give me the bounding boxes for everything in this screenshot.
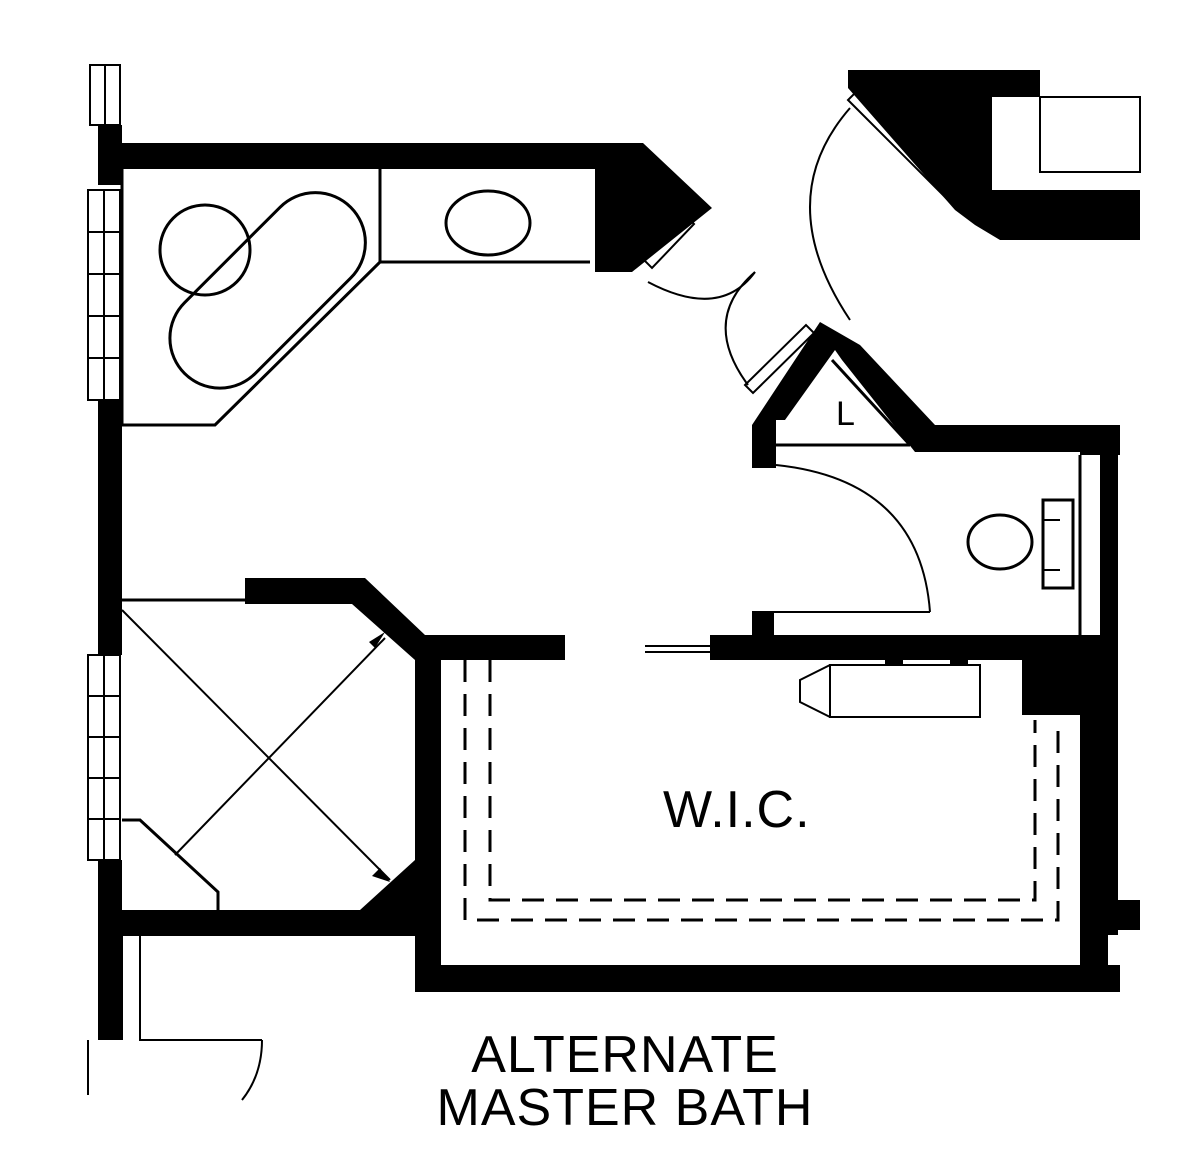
closet-pocket-door — [752, 612, 981, 718]
upper-right-walls — [809, 70, 1141, 321]
toilet — [966, 498, 1075, 590]
vanity-sink-upper — [444, 189, 532, 257]
shower-walls — [98, 578, 565, 936]
linen-walls — [752, 322, 1120, 468]
plan-title-line1: ALTERNATE — [471, 1026, 779, 1084]
closet-walls — [415, 635, 1120, 992]
shower-diagonal-x — [121, 609, 391, 882]
linen-mark: L — [836, 395, 855, 433]
closet-label: W.I.C. — [663, 781, 811, 839]
plan-title-line2: MASTER BATH — [437, 1079, 814, 1137]
window-upper — [87, 64, 121, 401]
shower-bench — [122, 818, 220, 910]
left-exterior-wall — [98, 125, 122, 1040]
top-wall — [98, 143, 712, 272]
bathtub — [158, 191, 367, 390]
window-lower — [87, 654, 121, 1095]
tub-deck — [120, 169, 590, 427]
toilet-room-door — [752, 464, 931, 613]
closet-shelving — [121, 660, 1060, 1101]
